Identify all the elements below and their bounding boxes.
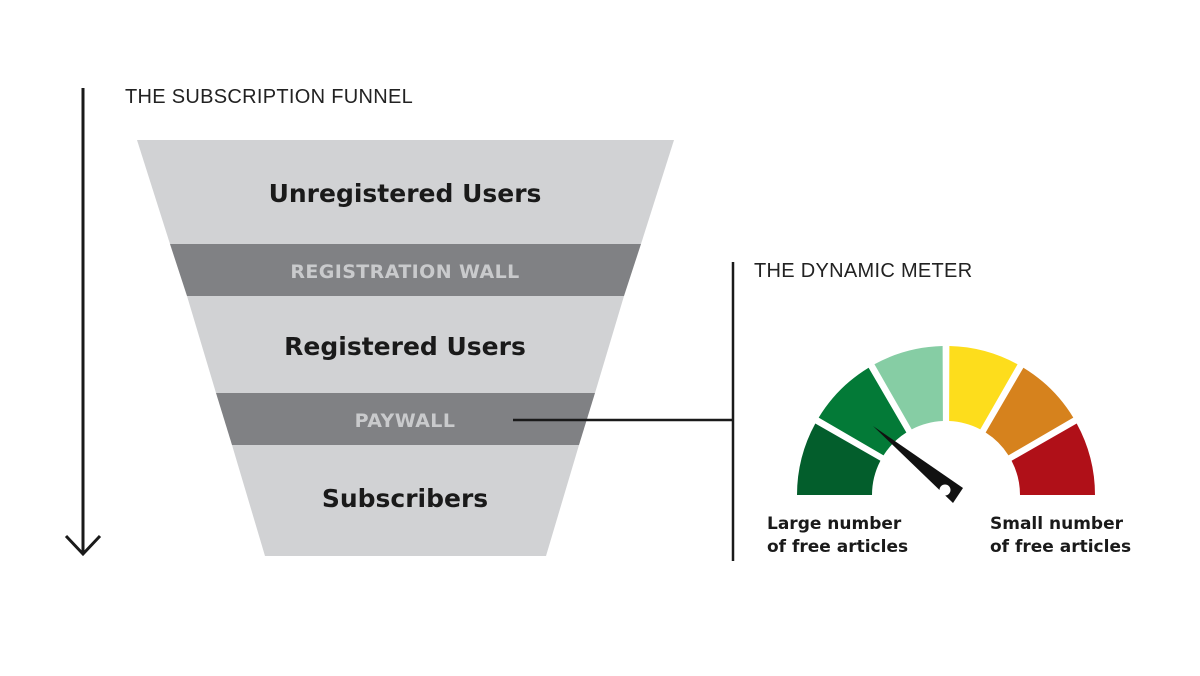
funnel-band-registration-wall bbox=[170, 244, 641, 296]
gauge-segments bbox=[797, 346, 1095, 495]
gauge-segment-5 bbox=[985, 367, 1074, 456]
funnel-title: THE SUBSCRIPTION FUNNEL bbox=[125, 86, 413, 108]
meter-label-right-line2: of free articles bbox=[990, 537, 1131, 557]
funnel-band-paywall bbox=[216, 393, 595, 445]
funnel-band-subscribers bbox=[232, 445, 579, 556]
wall-label-paywall: PAYWALL bbox=[355, 410, 456, 432]
gauge-segment-3 bbox=[874, 346, 943, 430]
gauge-segment-1 bbox=[797, 423, 881, 495]
meter-label-right-line1: Small number bbox=[990, 514, 1124, 534]
down-arrow-icon bbox=[64, 88, 102, 557]
meter-label-left-line2: of free articles bbox=[767, 537, 908, 557]
stage-label-subscribers: Subscribers bbox=[322, 484, 488, 513]
wall-label-registration: REGISTRATION WALL bbox=[290, 261, 519, 283]
funnel-band-unregistered bbox=[137, 140, 674, 244]
gauge-needle-icon bbox=[873, 426, 963, 503]
stage-label-unregistered: Unregistered Users bbox=[269, 179, 542, 208]
gauge-segment-6 bbox=[1011, 423, 1095, 495]
gauge-segment-2 bbox=[818, 367, 907, 456]
stage-label-registered: Registered Users bbox=[284, 332, 526, 361]
meter-label-left-line1: Large number bbox=[767, 514, 902, 534]
gauge-segment-4 bbox=[949, 346, 1018, 430]
funnel-band-registered bbox=[187, 296, 624, 393]
meter-title: THE DYNAMIC METER bbox=[754, 260, 972, 282]
